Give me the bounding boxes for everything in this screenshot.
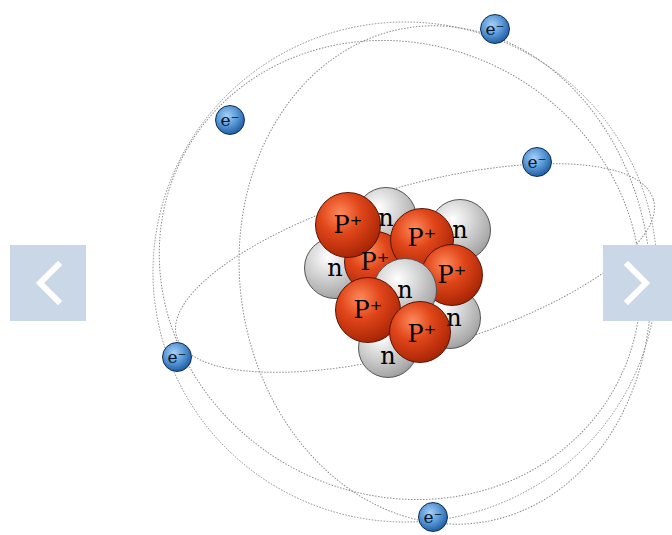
electron-label: e⁻ — [485, 21, 504, 38]
particle-label: P⁺ — [354, 298, 383, 322]
particle-label: n — [452, 218, 467, 242]
electron-label: e⁻ — [220, 112, 239, 129]
particle-label: P⁺ — [438, 263, 467, 287]
nav-button-left — [10, 245, 86, 321]
electron-sphere: e⁻ — [480, 14, 510, 44]
electron-sphere: e⁻ — [215, 105, 245, 135]
electron-sphere: e⁻ — [522, 147, 552, 177]
electron-label: e⁻ — [167, 349, 186, 366]
particle-label: n — [378, 206, 393, 230]
particle-label: n — [397, 278, 412, 302]
nav-button-right — [603, 245, 672, 321]
proton-sphere: P⁺ — [389, 301, 451, 363]
particle-label: P⁺ — [408, 322, 437, 346]
orbit — [78, 0, 672, 535]
particle-label: P⁺ — [408, 226, 437, 250]
orbit — [154, 121, 672, 415]
electron-label: e⁻ — [527, 154, 546, 171]
particle-label: n — [446, 306, 461, 330]
electron-sphere: e⁻ — [162, 342, 192, 372]
particle-label: n — [327, 256, 342, 280]
particle-label: P⁺ — [334, 213, 363, 237]
proton-sphere: P⁺ — [315, 192, 381, 258]
particle-label: n — [380, 344, 395, 368]
particle-label: P⁺ — [361, 250, 390, 274]
electron-sphere: e⁻ — [418, 502, 448, 532]
electron-label: e⁻ — [423, 509, 442, 526]
orbit — [207, 0, 672, 535]
